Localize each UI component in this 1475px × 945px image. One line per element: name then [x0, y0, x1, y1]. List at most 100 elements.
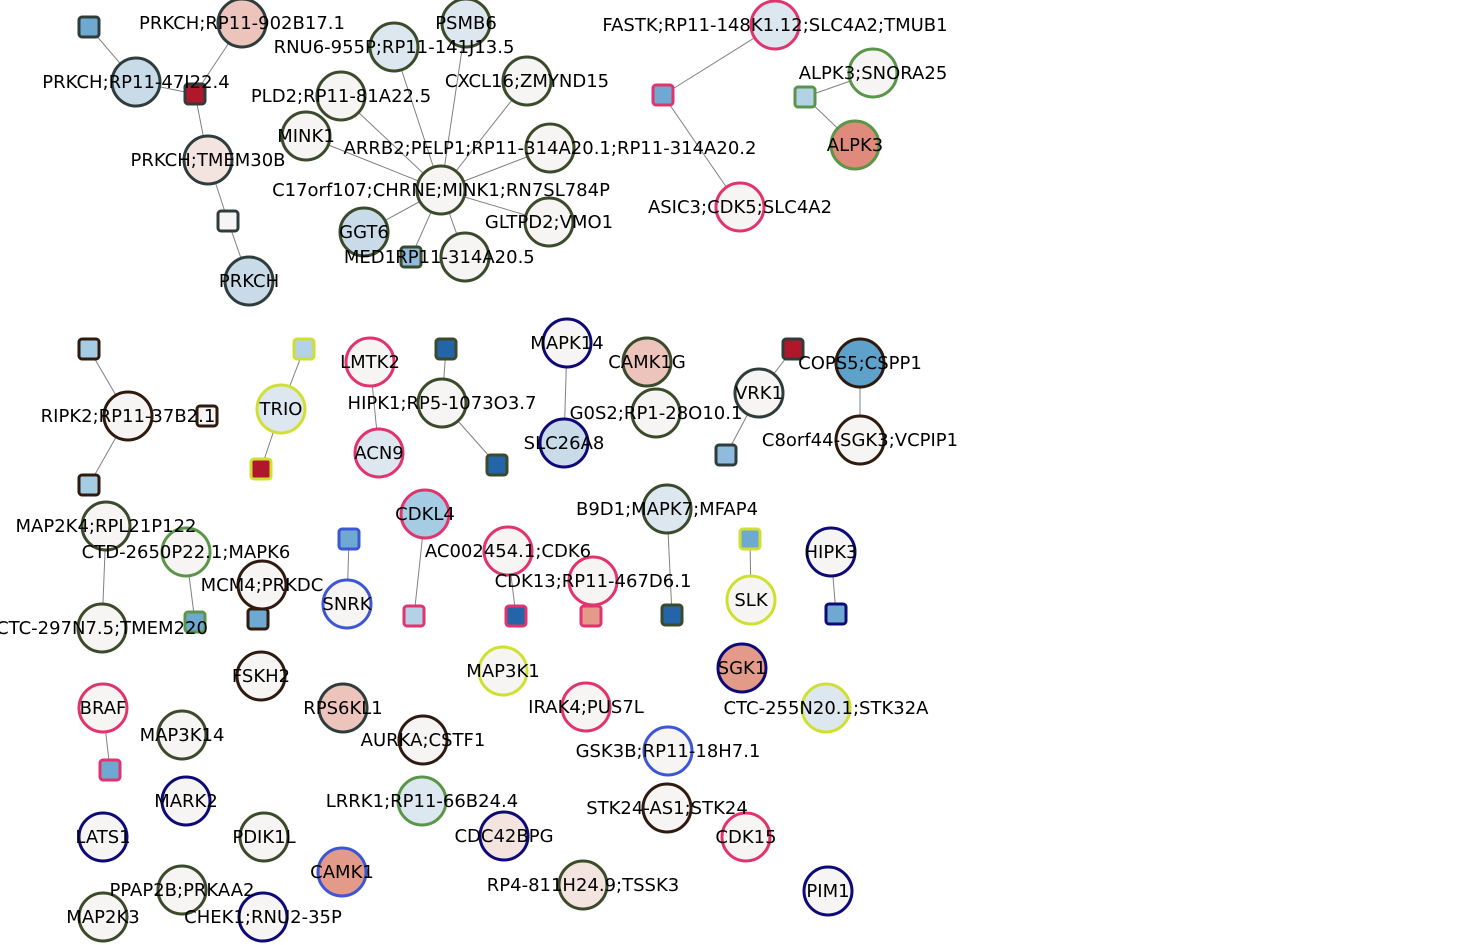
- node-med1_sq[interactable]: [399, 245, 423, 269]
- node-sq_hipk1_bot[interactable]: [485, 453, 509, 477]
- node-arrb2[interactable]: [524, 122, 576, 174]
- node-gsk3b[interactable]: [642, 725, 694, 777]
- node-sq_cdkl4[interactable]: [402, 604, 426, 628]
- node-rp4_811h24[interactable]: [557, 859, 609, 911]
- node-sq_cdk13[interactable]: [579, 604, 603, 628]
- node-pdik1l[interactable]: [238, 811, 290, 863]
- node-chek1[interactable]: [237, 891, 289, 943]
- node-label-ggt6: GGT6: [339, 222, 389, 243]
- node-ggt6[interactable]: [338, 206, 390, 258]
- node-sq_vrk1_red[interactable]: [781, 337, 805, 361]
- node-pim1[interactable]: [802, 865, 854, 917]
- node-label-cdk15: CDK15: [715, 827, 776, 848]
- node-camk1g[interactable]: [621, 336, 673, 388]
- node-cxcl16[interactable]: [501, 55, 553, 107]
- node-alpk3[interactable]: [829, 119, 881, 171]
- node-c8orf44[interactable]: [834, 414, 886, 466]
- node-lmtk2[interactable]: [344, 336, 396, 388]
- node-camk1[interactable]: [316, 846, 368, 898]
- node-ac002454[interactable]: [482, 525, 534, 577]
- node-snrk[interactable]: [321, 578, 373, 630]
- node-prkch_tmem30b[interactable]: [182, 134, 234, 186]
- node-sq_b9d1[interactable]: [660, 603, 684, 627]
- node-cdk15[interactable]: [720, 811, 772, 863]
- node-cops5[interactable]: [834, 337, 886, 389]
- node-ctc_255n20[interactable]: [800, 682, 852, 734]
- node-rps6kl1[interactable]: [317, 682, 369, 734]
- node-sq_vrk1_bot[interactable]: [714, 443, 738, 467]
- node-label-cdk13: CDK13;RP11-467D6.1: [495, 571, 692, 592]
- node-c17orf107[interactable]: [415, 164, 467, 216]
- node-label-pld2: PLD2;RP11-81A22.5: [251, 86, 431, 107]
- node-braf[interactable]: [77, 682, 129, 734]
- node-fastk[interactable]: [749, 0, 801, 51]
- node-label-cdc42bpg: CDC42BPG: [454, 826, 553, 847]
- node-label-map2k3: MAP2K3: [66, 907, 139, 928]
- node-gltpd2[interactable]: [523, 196, 575, 248]
- node-prkch_rp11_47i22[interactable]: [110, 56, 162, 108]
- node-fskh2[interactable]: [235, 650, 287, 702]
- node-map2k4[interactable]: [80, 500, 132, 552]
- node-map3k1[interactable]: [477, 645, 529, 697]
- node-sq_fastk[interactable]: [651, 83, 675, 107]
- node-sq_snrk[interactable]: [337, 527, 361, 551]
- node-sq_topleft[interactable]: [77, 15, 101, 39]
- node-sq_white_prkch[interactable]: [216, 209, 240, 233]
- node-sq_hipk3[interactable]: [824, 602, 848, 626]
- node-sq_trio_bot[interactable]: [249, 457, 273, 481]
- node-lrrk1[interactable]: [396, 775, 448, 827]
- node-sq_braf[interactable]: [98, 758, 122, 782]
- node-label-c17orf107: C17orf107;CHRNE;MINK1;RN7SL784P: [272, 180, 610, 201]
- node-label-ctc_297n7: CTC-297N7.5;TMEM220: [0, 618, 208, 639]
- node-aurka[interactable]: [397, 714, 449, 766]
- node-ctd_2650p22[interactable]: [160, 526, 212, 578]
- node-label-map3k1: MAP3K1: [466, 661, 539, 682]
- node-b9d1[interactable]: [641, 483, 693, 535]
- node-trio[interactable]: [255, 383, 307, 435]
- node-acn9[interactable]: [353, 427, 405, 479]
- node-hipk1[interactable]: [416, 377, 468, 429]
- node-sq_ripk2_bot[interactable]: [77, 473, 101, 497]
- node-asic3[interactable]: [714, 181, 766, 233]
- node-map3k14[interactable]: [156, 709, 208, 761]
- node-prkch_rp11_902b17[interactable]: [216, 0, 268, 49]
- node-label-arrb2: ARRB2;PELP1;RP11-314A20.1;RP11-314A20.2: [344, 138, 757, 159]
- node-pld2[interactable]: [315, 70, 367, 122]
- node-ctc_297n7[interactable]: [76, 602, 128, 654]
- node-slk[interactable]: [725, 574, 777, 626]
- node-g0s2[interactable]: [630, 387, 682, 439]
- node-label-prkch: PRKCH: [219, 271, 279, 292]
- node-label-alpk3_snora25: ALPK3;SNORA25: [799, 63, 948, 84]
- node-sq_mcm4[interactable]: [246, 607, 270, 631]
- node-mark2[interactable]: [160, 775, 212, 827]
- node-vrk1[interactable]: [733, 367, 785, 419]
- node-sq_trio_top[interactable]: [292, 337, 316, 361]
- node-slc26a8[interactable]: [538, 417, 590, 469]
- node-sq_ripk2_right[interactable]: [195, 404, 219, 428]
- node-alpk3_snora25[interactable]: [847, 47, 899, 99]
- node-stk24[interactable]: [641, 782, 693, 834]
- node-map2k3[interactable]: [77, 891, 129, 943]
- node-sq_ac002454[interactable]: [504, 604, 528, 628]
- node-irak4[interactable]: [560, 681, 612, 733]
- node-label-slc26a8: SLC26A8: [524, 433, 605, 454]
- node-hipk3[interactable]: [805, 526, 857, 578]
- node-sq_alpk3[interactable]: [793, 85, 817, 109]
- node-sq_slk[interactable]: [738, 527, 762, 551]
- node-rp11_314a20_5[interactable]: [439, 231, 491, 283]
- node-mapk14[interactable]: [541, 317, 593, 369]
- node-cdc42bpg[interactable]: [478, 810, 530, 862]
- node-psmb6[interactable]: [440, 0, 492, 49]
- node-lats1[interactable]: [77, 811, 129, 863]
- node-prkch[interactable]: [223, 255, 275, 307]
- node-mink1[interactable]: [280, 110, 332, 162]
- node-ppap2b[interactable]: [156, 864, 208, 916]
- node-sgk1[interactable]: [716, 642, 768, 694]
- node-cdkl4[interactable]: [399, 488, 451, 540]
- node-sq_red_prkch[interactable]: [183, 82, 207, 106]
- node-sq_ctd[interactable]: [183, 610, 207, 634]
- node-ripk2[interactable]: [102, 390, 154, 442]
- node-sq_ripk2_top[interactable]: [77, 337, 101, 361]
- node-sq_hipk1_top[interactable]: [434, 337, 458, 361]
- node-rnu6_955p[interactable]: [368, 21, 420, 73]
